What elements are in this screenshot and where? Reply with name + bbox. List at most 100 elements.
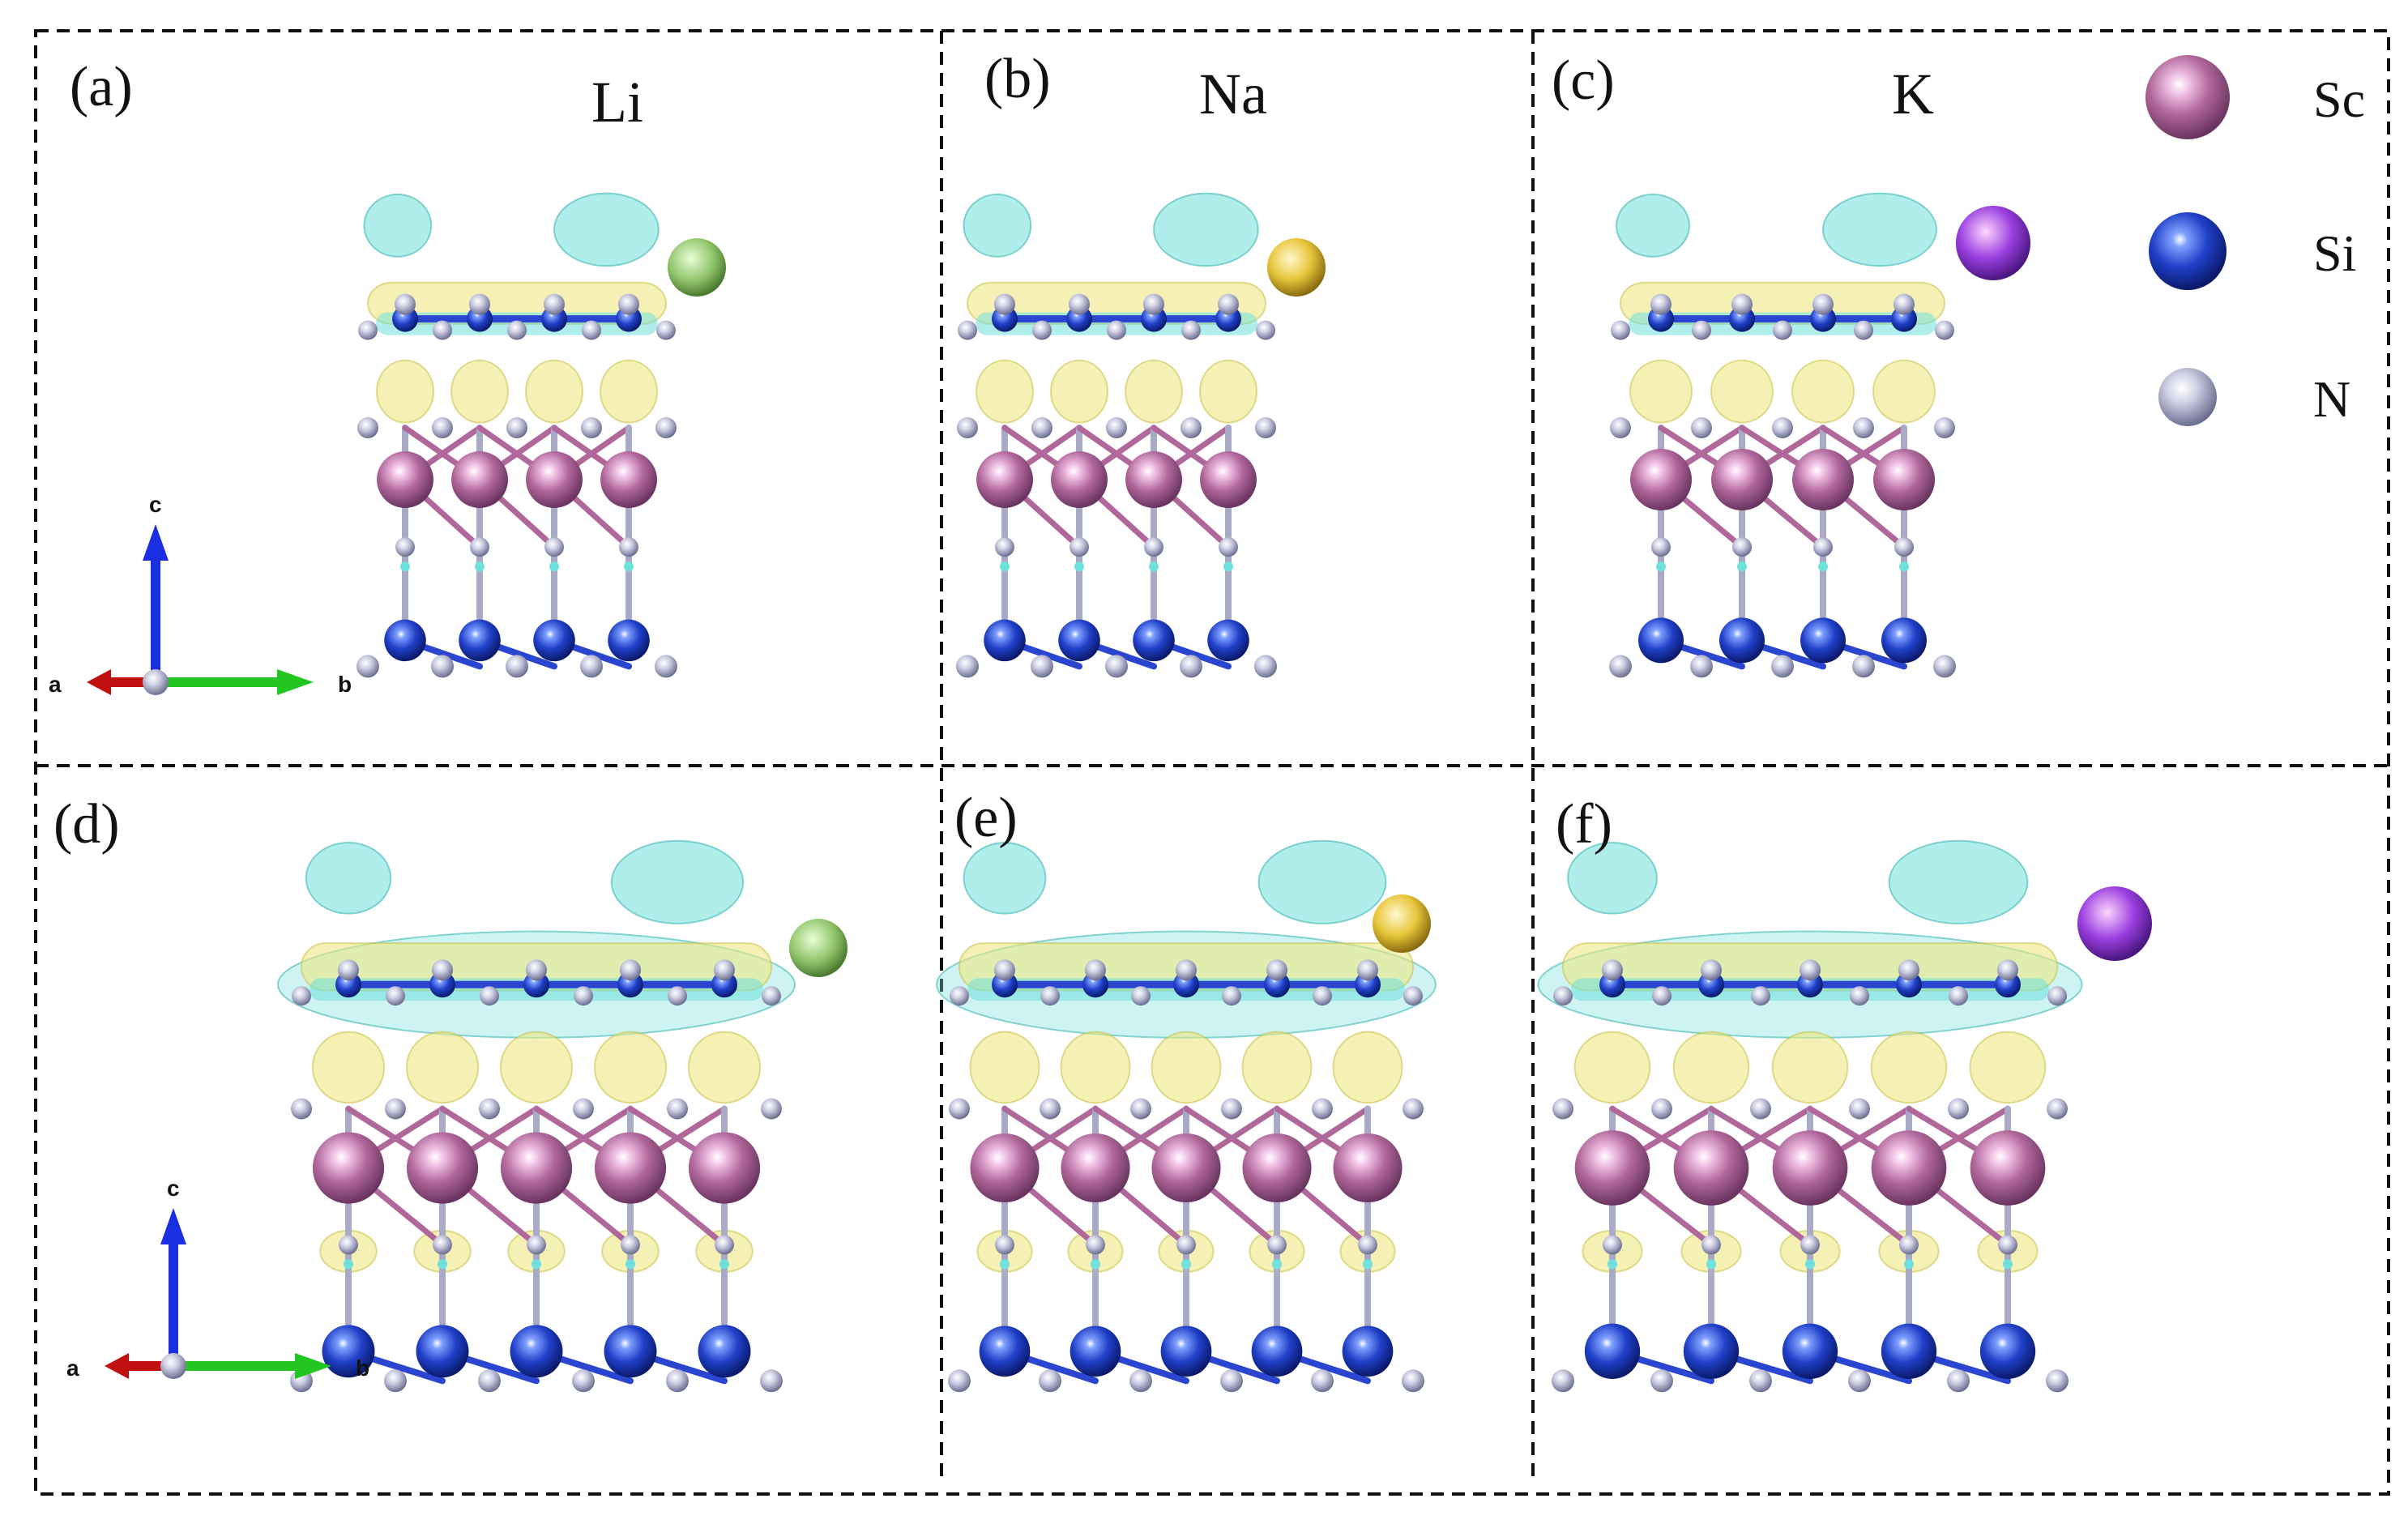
n-atom [478,1369,501,1393]
n-atom [1552,1369,1574,1393]
n-atom [2047,986,2067,1006]
depletion-isosurface [963,192,1259,267]
n-atom [1266,959,1287,981]
sc-atom [1242,1133,1312,1203]
n-atom [1997,959,2018,981]
n-atom [1651,1098,1672,1120]
sc-atom [1711,449,1773,510]
n-atom [2046,1369,2069,1393]
n-atom [1144,537,1163,557]
legend-label-sc: Sc [2313,70,2365,128]
panel-e-structure [936,839,1437,1393]
n-atom [1255,417,1276,438]
si-atom [1881,617,1927,664]
n-atom [621,1235,640,1255]
legend-swatch-si [2149,212,2227,290]
n-atom [1312,1098,1333,1120]
n-atom [1934,417,1955,438]
n-atom [1358,1235,1377,1255]
n-atom [1085,959,1106,981]
panels-layer [277,192,2152,1393]
n-atom [470,537,489,557]
n-atom [507,320,527,340]
n-atom [384,1369,407,1393]
si-atom [979,1325,1031,1377]
n-atom [1650,1369,1673,1393]
labels-layer: (a)Li(b)Na(c)K(d)(e)(f) [53,48,1934,856]
n-atom [1176,959,1197,981]
bonds [1657,315,1908,670]
n-atom [1998,1235,2017,1255]
n-atom [431,655,454,678]
sc-atom [526,451,583,508]
n-atom [1105,655,1128,678]
bonds [1001,315,1232,670]
si-atom [1683,1323,1740,1379]
depletion-isosurface [532,1259,541,1270]
n-atom [1947,1369,1970,1393]
depletion-isosurface [475,561,485,572]
legend-swatch-n [2158,368,2217,426]
n-atom [1219,537,1238,557]
n-atom [1130,1098,1151,1120]
depletion-isosurface [400,561,410,572]
n-atom [1129,1369,1152,1393]
n-atom [1602,959,1623,981]
n-atom [1031,417,1052,438]
n-atom [1311,1369,1334,1393]
n-atom [1313,986,1332,1006]
si-atom [384,619,426,662]
n-atom [580,655,603,678]
n-atom [1031,655,1053,678]
sc-atom [1333,1133,1403,1203]
n-atom [1086,1235,1105,1255]
n-atom [948,1369,971,1393]
n-atom [1692,320,1711,340]
si-atom [698,1325,751,1378]
n-atom [1854,320,1873,340]
depletion-isosurface [549,561,559,572]
axis-triad: cba [49,492,352,697]
sc-atom [1792,449,1854,510]
b-axis-arrowhead [295,1353,331,1379]
n-atom [1935,320,1954,340]
depletion-isosurface [1000,1259,1010,1270]
legend-label-si: Si [2313,224,2356,282]
depletion-isosurface [1000,561,1010,572]
n-atom [582,320,601,340]
n-atom [339,1235,358,1255]
a-axis-label: a [66,1355,79,1381]
n-atom [479,1098,500,1120]
si-atom [533,619,575,662]
adsorbate-atom [2077,886,2152,961]
n-atom [655,655,677,678]
panel-label-c: (c) [1552,49,1615,112]
n-atom [506,655,528,678]
n-atom [1852,655,1875,678]
n-atom [761,1098,782,1120]
n-atom [656,320,676,340]
n-atom [574,986,593,1006]
sc-atom [1151,1133,1221,1203]
si-atom [608,619,650,662]
n-atom [994,293,1015,315]
n-atom [357,655,379,678]
depletion-isosurface [1223,561,1233,572]
b-axis-arrowhead [277,669,314,695]
n-atom [506,417,527,438]
si-atom [1207,619,1249,662]
n-atom [433,1235,452,1255]
n-atom [432,959,453,981]
depletion-isosurface [1607,1259,1617,1270]
depletion-isosurface [1904,1259,1914,1270]
n-atom [949,1098,970,1120]
n-atom [1254,655,1277,678]
n-atom [527,1235,546,1255]
n-atom [544,293,565,315]
si-atom [1160,1325,1212,1377]
n-atom [995,1235,1014,1255]
sc-atom [1970,1130,2046,1206]
n-atom [1853,417,1874,438]
si-atom [1638,617,1684,664]
n-atom [1800,1235,1820,1255]
